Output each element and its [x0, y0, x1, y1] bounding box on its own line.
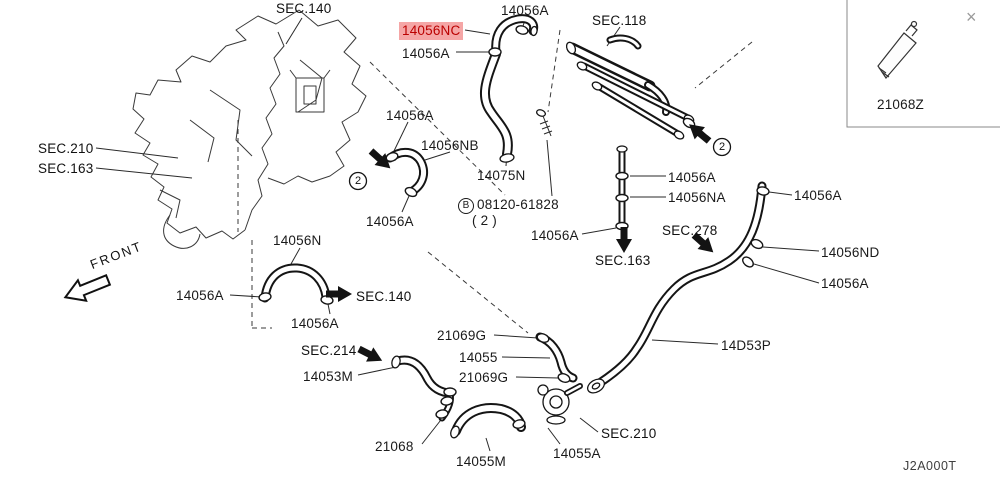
part-label-14056a-2[interactable]: 14056A: [402, 46, 450, 61]
section-label-sec214[interactable]: SEC.214: [301, 343, 357, 358]
part-label-14d53p[interactable]: 14D53P: [721, 338, 771, 353]
part-label-14056a-5[interactable]: 14056A: [668, 170, 716, 185]
part-label-14075n[interactable]: 14075N: [477, 168, 526, 183]
bolt-icon: [535, 109, 553, 137]
part-label-14056nb[interactable]: 14056NB: [421, 138, 479, 153]
bolt-qty-label: ( 2 ): [472, 213, 498, 228]
part-label-14056a-top[interactable]: 14056A: [501, 3, 549, 18]
part-label-14053m[interactable]: 14053M: [303, 369, 353, 384]
front-arrow-icon: [63, 274, 112, 302]
part-label-14056a-7[interactable]: 14056A: [794, 188, 842, 203]
label-leader-lines: [95, 16, 820, 452]
section-label-sec140-top[interactable]: SEC.140: [276, 1, 332, 16]
tube-icon: [877, 20, 918, 79]
part-label-14055a[interactable]: 14055A: [553, 446, 601, 461]
part-label-14056a-8[interactable]: 14056A: [821, 276, 869, 291]
part-label-21068z[interactable]: 21068Z: [877, 97, 924, 112]
direction-arrows: [326, 124, 714, 362]
close-icon[interactable]: ×: [966, 7, 977, 27]
circled-2-callouts: 2 2: [348, 137, 732, 191]
section-label-sec210-bottom[interactable]: SEC.210: [601, 426, 657, 441]
section-label-sec163-bottom[interactable]: SEC.163: [595, 253, 651, 268]
highlighted-part-label[interactable]: 14056NC: [399, 22, 464, 40]
part-label-21068[interactable]: 21068: [375, 439, 414, 454]
pump-and-flanges: [391, 25, 695, 439]
section-label-sec278[interactable]: SEC.278: [662, 223, 718, 238]
section-label-sec118[interactable]: SEC.118: [592, 13, 647, 28]
hose-clamps: [258, 25, 770, 429]
part-label-14056a-3[interactable]: 14056A: [386, 108, 434, 123]
part-label-14056nd[interactable]: 14056ND: [821, 245, 880, 260]
part-label-14055[interactable]: 14055: [459, 350, 498, 365]
part-label-21069g-bottom[interactable]: 21069G: [459, 370, 509, 385]
section-label-sec210-left[interactable]: SEC.210: [38, 141, 94, 156]
circled-2-right: 2: [719, 141, 725, 153]
part-label-14055m[interactable]: 14055M: [456, 454, 506, 469]
part-label-14056a-4[interactable]: 14056A: [366, 214, 414, 229]
section-label-sec163-left[interactable]: SEC.163: [38, 161, 94, 176]
dashed-reference-lines: [237, 29, 753, 334]
part-label-14056a-6[interactable]: 14056A: [531, 228, 579, 243]
section-label-sec140-mid[interactable]: SEC.140: [356, 289, 412, 304]
bolt-number[interactable]: 08120-61828: [477, 197, 559, 212]
diagram-code: J2A000T: [903, 459, 957, 473]
part-label-14056na[interactable]: 14056NA: [668, 190, 726, 205]
inset-box: [846, 0, 1000, 128]
part-label-21069g-top[interactable]: 21069G: [437, 328, 487, 343]
part-label-14056a-10[interactable]: 14056A: [291, 316, 339, 331]
circled-b-icon: B: [458, 198, 474, 214]
circled-2-left: 2: [355, 175, 361, 187]
part-label-14056n[interactable]: 14056N: [273, 233, 322, 248]
engine-sketch: [132, 9, 367, 249]
part-label-14056a-9[interactable]: 14056A: [176, 288, 224, 303]
